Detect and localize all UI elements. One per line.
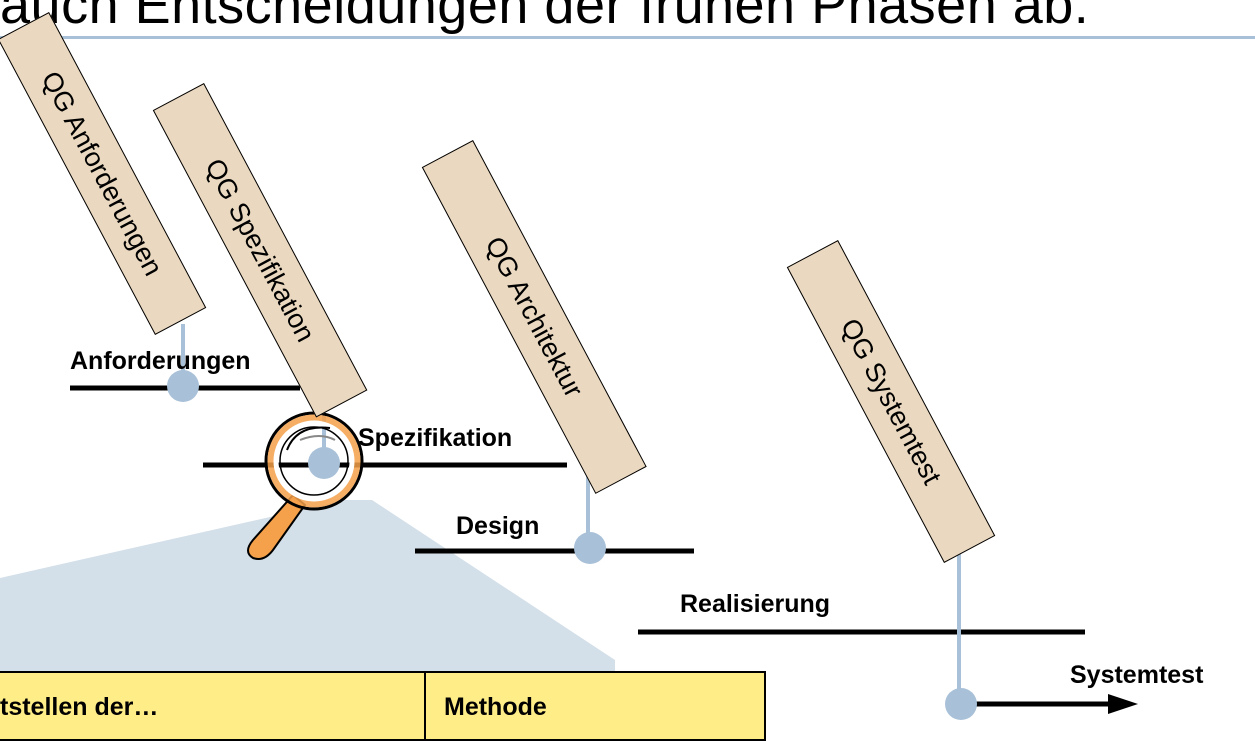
slide-title: auch Entscheidungen der frühen Phasen ab… xyxy=(0,0,1090,35)
focus-cone xyxy=(0,500,615,722)
table-header-col1: tstellen der… xyxy=(0,693,159,721)
magnifier-icon xyxy=(247,411,364,560)
phase-label-anforderungen: Anforderungen xyxy=(70,347,251,375)
dot-systemtest xyxy=(945,688,977,720)
method-table-header: tstellen der… Methode xyxy=(0,671,766,741)
dot-anforderungen xyxy=(167,370,199,402)
systemtest-arrowhead xyxy=(1108,694,1138,714)
phase-label-design: Design xyxy=(456,512,540,540)
table-divider xyxy=(424,673,426,739)
table-header-col2: Methode xyxy=(444,693,547,721)
dot-design xyxy=(574,532,606,564)
phase-diagram xyxy=(0,324,1138,722)
phase-label-realisierung: Realisierung xyxy=(680,590,831,618)
phase-label-systemtest: Systemtest xyxy=(1070,661,1204,689)
title-rule xyxy=(0,36,1255,39)
phase-label-spezifikation: Spezifikation xyxy=(358,424,513,452)
dot-spezifikation xyxy=(308,447,340,479)
